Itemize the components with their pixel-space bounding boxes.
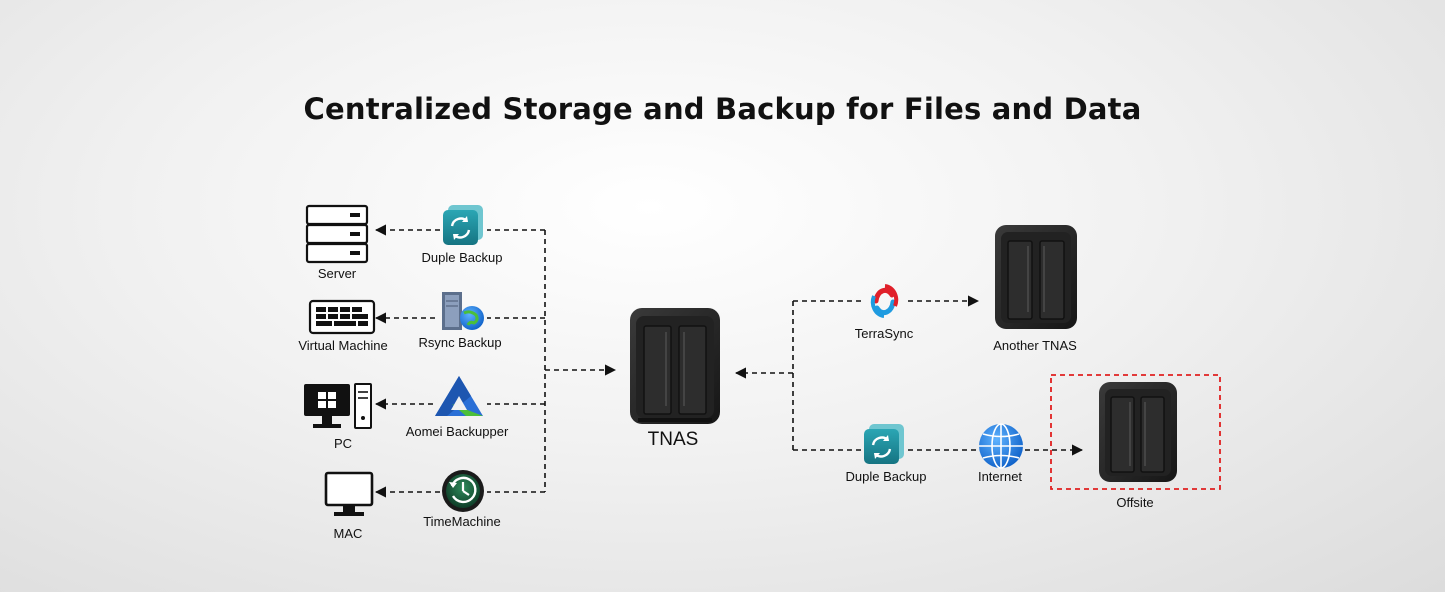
app-label-time-machine: TimeMachine bbox=[423, 514, 501, 529]
app-label-rsync-backup: Rsync Backup bbox=[418, 335, 501, 350]
duple-backup-icon bbox=[864, 424, 904, 464]
globe-icon bbox=[979, 423, 1023, 469]
offsite-highlight-box bbox=[1050, 374, 1221, 490]
rsync-backup-icon bbox=[442, 292, 484, 330]
terrasync-icon bbox=[870, 284, 899, 318]
time-machine-icon bbox=[442, 470, 484, 512]
tnas-another-icon bbox=[995, 225, 1077, 329]
device-label-virtual-machine: Virtual Machine bbox=[298, 338, 387, 353]
duple-backup-icon bbox=[443, 205, 483, 245]
monitor-icon bbox=[324, 471, 374, 516]
right-label-another-tnas: Another TNAS bbox=[993, 338, 1077, 353]
right-label-offsite: Offsite bbox=[1116, 495, 1153, 510]
tnas-offsite-icon bbox=[1099, 382, 1177, 482]
left-connectors bbox=[374, 224, 617, 498]
right-connectors bbox=[734, 295, 1084, 456]
aomei-backupper-icon bbox=[435, 376, 483, 416]
server-icon bbox=[305, 204, 369, 264]
app-label-duple-backup: Duple Backup bbox=[422, 250, 503, 265]
device-label-server: Server bbox=[318, 266, 357, 281]
device-label-pc: PC bbox=[334, 436, 352, 451]
page-title: Centralized Storage and Backup for Files… bbox=[303, 92, 1142, 126]
app-label-aomei-backupper: Aomei Backupper bbox=[406, 424, 509, 439]
center-label-tnas: TNAS bbox=[648, 429, 699, 450]
app-label-terrasync: TerraSync bbox=[855, 326, 914, 341]
tnas-center-icon bbox=[630, 308, 720, 424]
app-label-duple-backup-right: Duple Backup bbox=[846, 469, 927, 484]
desktop-pc-icon bbox=[304, 383, 372, 429]
device-label-mac: MAC bbox=[334, 526, 363, 541]
keyboard-icon bbox=[308, 299, 376, 335]
right-label-internet: Internet bbox=[978, 469, 1022, 484]
